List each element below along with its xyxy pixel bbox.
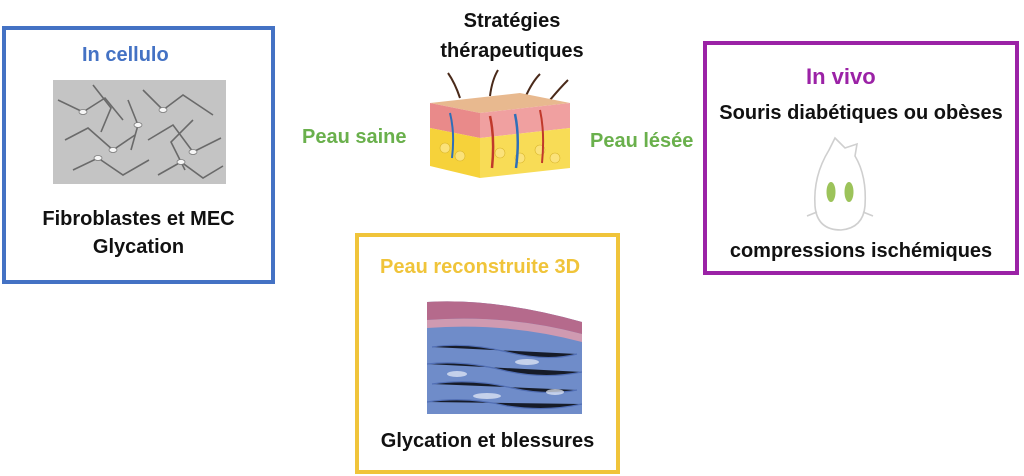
cell-culture-image-svg <box>53 80 226 184</box>
injured-skin-label: Peau lésée <box>590 130 694 152</box>
healthy-skin-label: Peau saine <box>302 126 407 148</box>
in-vivo-box <box>703 41 1019 275</box>
histology-image <box>427 292 582 414</box>
in-cellulo-line1: Fibroblastes et MEC <box>42 208 235 230</box>
strategies-title-line2: thérapeutiques <box>440 40 584 62</box>
reconstructed-skin-bottom: Glycation et blessures <box>380 430 595 452</box>
in-vivo-bottom: compressions ischémiques <box>729 240 993 262</box>
in-vivo-subtitle: Souris diabétiques ou obèses <box>719 102 1003 124</box>
mouse-svg <box>806 136 874 231</box>
skin-section-icon <box>420 68 580 198</box>
in-cellulo-title: In cellulo <box>82 44 169 66</box>
in-vivo-title: In vivo <box>806 64 876 89</box>
strategies-title-line1: Stratégies <box>463 10 561 32</box>
skin-section-svg <box>430 69 570 178</box>
reconstructed-skin-title: Peau reconstruite 3D <box>380 256 581 278</box>
histology-svg <box>427 292 582 414</box>
cell-culture-image <box>53 80 226 184</box>
in-cellulo-line2: Glycation <box>92 236 185 258</box>
mouse-icon <box>805 136 875 236</box>
